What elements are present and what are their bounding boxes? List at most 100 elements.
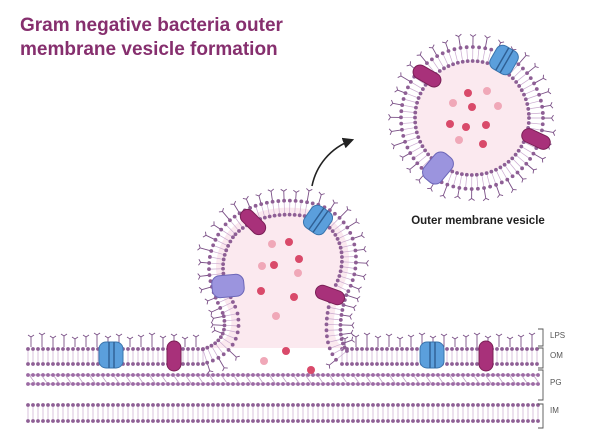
- lps-branch: [349, 313, 353, 317]
- lipid-tail: [520, 78, 530, 86]
- lipid-head: [403, 139, 407, 144]
- lipid-tail: [482, 50, 486, 61]
- lipid-head: [401, 403, 405, 407]
- lipid-head: [461, 419, 465, 423]
- layer-bracket: [538, 347, 544, 369]
- transporter-icon: [422, 151, 454, 185]
- lipid-tail: [454, 51, 458, 61]
- layer-label-om: OM: [550, 351, 563, 360]
- lipid-head: [375, 362, 379, 366]
- lipid-head: [61, 347, 65, 351]
- lps-branch: [510, 189, 514, 194]
- lps-branch: [399, 155, 404, 158]
- lipid-head: [299, 199, 304, 204]
- lipid-head: [425, 61, 429, 66]
- lipid-tail: [437, 57, 444, 67]
- lipid-head: [399, 115, 403, 120]
- lipid-head: [31, 362, 35, 366]
- lipid-head: [535, 347, 539, 351]
- lps-branch: [485, 197, 490, 201]
- lipid-tail: [520, 151, 529, 158]
- lps-branch: [255, 194, 260, 197]
- porin-body: [419, 341, 445, 369]
- lipid-head: [339, 313, 344, 317]
- lps-stalk: [348, 221, 357, 228]
- lipid-head: [526, 121, 531, 125]
- lipid-head: [156, 347, 160, 351]
- lipid-head: [348, 283, 353, 288]
- lipid-head: [401, 133, 406, 138]
- lipid-tail: [409, 87, 419, 93]
- lipid-head: [296, 419, 300, 423]
- lipid-head: [380, 347, 384, 351]
- lipid-head: [209, 249, 214, 253]
- lipid-head: [435, 54, 440, 59]
- lipid-head: [479, 172, 484, 177]
- lipid-tail: [404, 105, 415, 108]
- lps-stalk: [201, 286, 211, 291]
- lipid-head: [218, 335, 223, 340]
- lipid-tail: [213, 251, 223, 255]
- lipid-tail: [453, 174, 457, 185]
- lipid-tail: [530, 122, 541, 125]
- peptide-crosslink: [353, 375, 360, 384]
- lps-stalk: [527, 66, 536, 73]
- lipid-head: [385, 347, 389, 351]
- lipid-head: [237, 229, 241, 233]
- lps-stalk: [200, 247, 210, 252]
- lipid-head: [360, 347, 364, 351]
- membrane-proteins: [98, 44, 551, 372]
- lipid-head: [205, 345, 210, 350]
- lipid-tail: [465, 176, 467, 187]
- lipid-head: [261, 403, 265, 407]
- lps-branch: [236, 355, 240, 358]
- lipid-head: [338, 318, 343, 322]
- lipid-head: [500, 347, 504, 351]
- lipid-head: [222, 327, 226, 332]
- lps-branch: [351, 322, 355, 326]
- lipid-head: [81, 362, 85, 366]
- lipid-head: [488, 184, 493, 189]
- lipid-head: [219, 227, 224, 232]
- lipid-tail: [219, 341, 228, 349]
- lipid-head: [540, 128, 544, 133]
- lipid-head: [395, 362, 399, 366]
- lipid-head: [331, 419, 335, 423]
- lps-branch: [363, 245, 366, 250]
- lipid-head: [457, 185, 462, 190]
- lps-stalk: [246, 198, 250, 207]
- lipid-head: [451, 419, 455, 423]
- lps-branch: [195, 334, 200, 338]
- lipid-head: [81, 403, 85, 407]
- lps-branch: [351, 325, 355, 329]
- lipid-head: [485, 61, 490, 66]
- lps-branch: [358, 286, 362, 290]
- lps-branch: [439, 194, 444, 197]
- porin-channel-icon: [302, 204, 334, 236]
- lipid-head: [41, 362, 45, 366]
- lipid-head: [31, 419, 35, 423]
- lipid-tail: [481, 176, 485, 187]
- lipid-tail: [342, 271, 353, 275]
- lipid-head: [181, 403, 185, 407]
- lps-branch: [406, 167, 411, 170]
- lipid-tail: [217, 240, 227, 246]
- cargo-molecule: [482, 121, 490, 129]
- lipid-tail: [522, 147, 532, 153]
- lipid-head: [216, 355, 221, 360]
- lipid-head: [341, 419, 345, 423]
- lipid-head: [277, 213, 282, 217]
- lps-branch: [397, 75, 402, 78]
- lipid-head: [51, 347, 55, 351]
- lipid-head: [256, 419, 260, 423]
- lipid-head: [426, 152, 431, 157]
- lipid-head: [261, 419, 265, 423]
- peptide-crosslink: [269, 375, 276, 384]
- cargo-molecule: [483, 87, 491, 95]
- lipid-head: [521, 66, 525, 71]
- lipid-head: [456, 419, 460, 423]
- lipid-head: [316, 419, 320, 423]
- lipid-head: [450, 362, 454, 366]
- lps-branch: [358, 288, 360, 293]
- lipid-head: [141, 419, 145, 423]
